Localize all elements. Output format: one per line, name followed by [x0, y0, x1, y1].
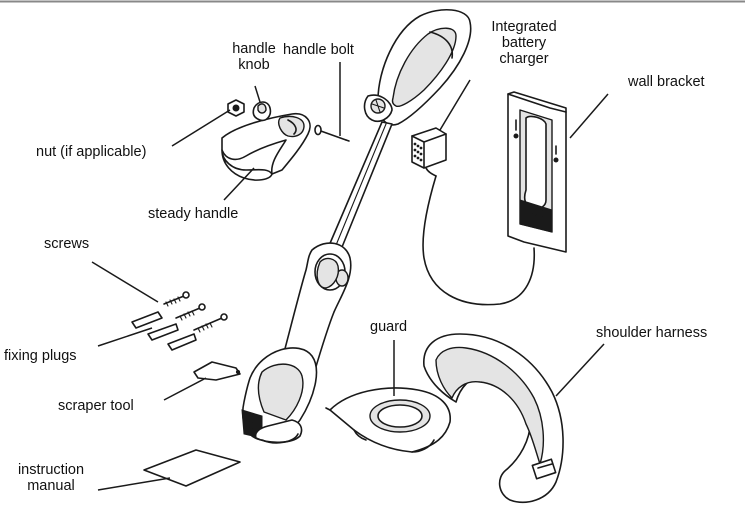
charger-illustration [411, 127, 536, 306]
leader-handle-knob [254, 85, 261, 103]
leader-shoulder-harness [555, 343, 605, 397]
leader-instruction-manual [97, 477, 171, 491]
label-nut: nut (if applicable) [36, 144, 147, 160]
wall-bracket-illustration [507, 91, 567, 253]
label-fixing-plugs: fixing plugs [4, 348, 77, 364]
shoulder-harness-illustration [423, 333, 564, 504]
label-screws: screws [44, 236, 90, 252]
screws-illustration [163, 291, 228, 333]
leader-fixing-plugs [97, 327, 153, 347]
trimmer-illustration [241, 8, 472, 444]
label-charger-line-2: battery [501, 35, 547, 51]
label-wall-bracket: wall bracket [628, 74, 705, 90]
label-charger-line-3: charger [499, 51, 549, 67]
steady-handle-illustration [221, 99, 311, 181]
handle-bolt-illustration [314, 124, 350, 142]
leader-nut [171, 109, 231, 147]
label-integrated-battery-charger: Integrated battery charger [470, 19, 578, 67]
leader-screws [91, 261, 159, 303]
leader-scraper-tool [163, 377, 207, 401]
instruction-manual-illustration [143, 449, 241, 487]
nut-illustration [227, 99, 245, 117]
label-handle-bolt: handle bolt [283, 42, 354, 58]
label-scraper-tool: scraper tool [58, 398, 134, 414]
label-handle-knob-line-1: handle [232, 41, 276, 57]
leader-charger [439, 79, 471, 131]
leader-lines [91, 62, 609, 491]
label-handle-knob-line-2: knob [238, 57, 270, 73]
label-handle-knob: handle knob [214, 41, 294, 73]
label-charger-line-1: Integrated [491, 19, 557, 35]
label-manual-line-1: instruction [17, 462, 85, 478]
label-steady-handle: steady handle [148, 206, 239, 222]
scraper-tool-illustration [193, 361, 241, 381]
leader-wall-bracket [569, 93, 609, 139]
label-shoulder-harness: shoulder harness [596, 325, 708, 341]
leader-steady-handle [223, 167, 255, 201]
label-guard: guard [370, 319, 408, 335]
label-manual-line-2: manual [27, 478, 75, 494]
label-instruction-manual: instruction manual [6, 462, 96, 494]
fixing-plugs-illustration [131, 311, 197, 351]
guard-illustration [325, 387, 451, 453]
